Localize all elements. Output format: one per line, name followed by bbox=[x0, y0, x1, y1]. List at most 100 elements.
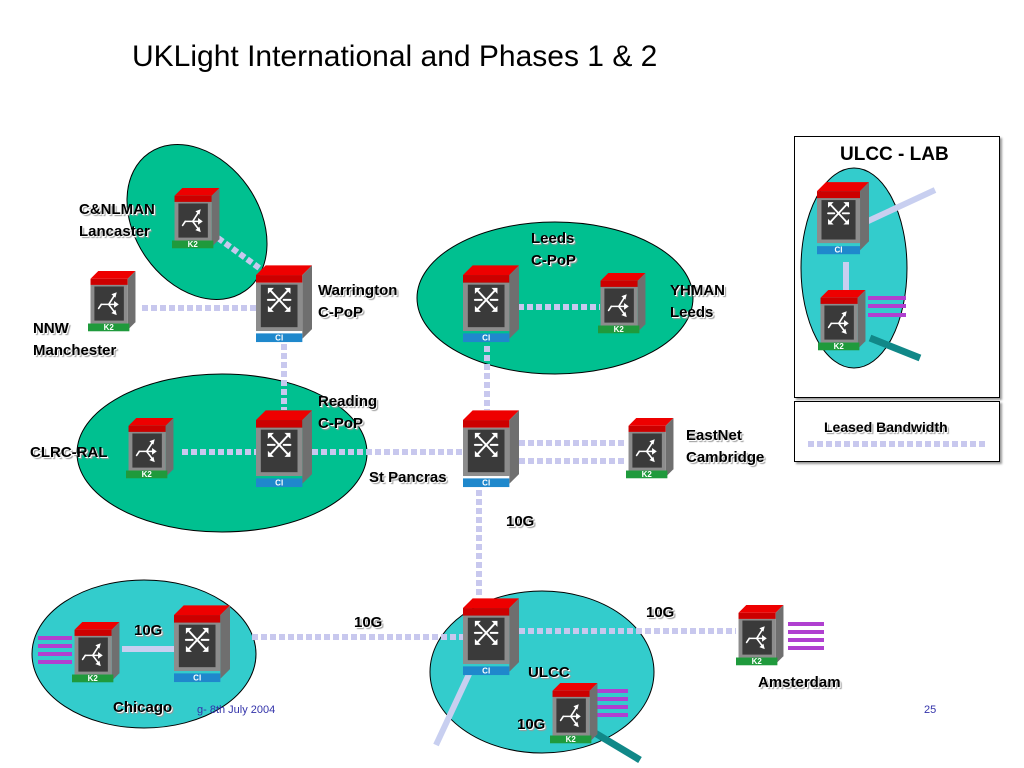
ci-badge-label: CI bbox=[482, 479, 490, 488]
router-amsterdam-k2: K2 bbox=[736, 605, 784, 666]
device-body bbox=[90, 271, 136, 330]
k2-badge-label: K2 bbox=[88, 674, 99, 683]
k2-badge bbox=[818, 342, 860, 351]
device-body bbox=[463, 265, 519, 339]
footer-date: g- 8th July 2004 bbox=[197, 704, 276, 716]
label-lancaster: Lancaster bbox=[79, 223, 150, 240]
ci-badge-label: CI bbox=[835, 246, 843, 255]
router-chicago-k2: K2 bbox=[72, 622, 120, 683]
k2-badge-label: K2 bbox=[104, 323, 115, 332]
label-yhman: YHMAN bbox=[670, 282, 725, 299]
label-nnw: NNW bbox=[33, 320, 69, 337]
label-10g-stpancras-ulcc: 10G bbox=[506, 513, 535, 530]
label-10g-ulcc-amsterdam: 10G bbox=[646, 604, 675, 621]
device-body bbox=[74, 622, 120, 681]
teal-links bbox=[593, 334, 922, 764]
device-body bbox=[128, 418, 174, 477]
label-leeds-pop: C-PoP bbox=[531, 252, 576, 269]
k2-badge bbox=[172, 240, 214, 249]
device-body bbox=[174, 188, 220, 247]
device-body bbox=[738, 605, 784, 664]
ci-badge bbox=[463, 333, 510, 343]
device-body bbox=[256, 265, 312, 339]
label-reading-pop: C-PoP bbox=[318, 415, 363, 432]
label-manchester: Manchester bbox=[33, 342, 117, 359]
ulcc-k2-teal-tail bbox=[593, 729, 642, 764]
device-body bbox=[552, 683, 598, 742]
switch-stpancras-ci: CI bbox=[463, 410, 519, 488]
device-body bbox=[463, 598, 519, 672]
label-reading: Reading bbox=[318, 393, 378, 410]
label-leeds: Leeds bbox=[531, 230, 575, 247]
router-lancaster-k2: K2 bbox=[172, 188, 220, 249]
lab-k2-teal-tail bbox=[868, 334, 922, 362]
page-number: 25 bbox=[924, 704, 937, 716]
label-warrington: Warrington bbox=[318, 282, 398, 299]
k2-badge-label: K2 bbox=[142, 470, 153, 479]
ci-badge-label: CI bbox=[275, 334, 283, 343]
router-lab-k2: K2 bbox=[818, 290, 866, 351]
device-body bbox=[463, 410, 519, 484]
ci-badge bbox=[174, 673, 221, 683]
device-body bbox=[600, 273, 646, 332]
k2-badge bbox=[88, 323, 130, 332]
switch-warrington-ci: CI bbox=[256, 265, 312, 343]
k2-badge bbox=[550, 735, 592, 744]
switch-chicago-ci: CI bbox=[174, 605, 230, 683]
links bbox=[142, 235, 986, 640]
label-10g-chicago-ulcc: 10G bbox=[354, 614, 383, 631]
switch-ulcc-ci: CI bbox=[463, 598, 519, 676]
switch-lab-ci: CI bbox=[817, 182, 869, 255]
device-body bbox=[174, 605, 230, 679]
label-ulcc: ULCC bbox=[528, 664, 570, 681]
label-st-pancras: St Pancras bbox=[369, 469, 447, 486]
router-eastnet-k2: K2 bbox=[626, 418, 674, 479]
k2-badge bbox=[626, 470, 668, 479]
label-cnlman: C&NLMAN bbox=[79, 201, 155, 218]
k2-badge-label: K2 bbox=[566, 735, 577, 744]
switch-leeds-ci: CI bbox=[463, 265, 519, 343]
page-title: UKLight International and Phases 1 & 2 bbox=[132, 40, 658, 73]
k2-badge bbox=[72, 674, 114, 683]
switch-reading-ci: CI bbox=[256, 410, 312, 488]
k2-badge-label: K2 bbox=[614, 325, 625, 334]
router-yhman-k2: K2 bbox=[598, 273, 646, 334]
ulcc-ci-tail bbox=[433, 670, 473, 747]
label-amsterdam: Amsterdam bbox=[758, 674, 841, 691]
label-warrington-pop: C-PoP bbox=[318, 304, 363, 321]
device-body bbox=[256, 410, 312, 484]
label-cambridge: Cambridge bbox=[686, 449, 765, 466]
legend-label: Leased Bandwidth bbox=[824, 419, 948, 435]
k2-badge bbox=[736, 657, 778, 666]
ci-badge-label: CI bbox=[275, 479, 283, 488]
ci-badge bbox=[256, 333, 303, 343]
label-chicago: Chicago bbox=[113, 699, 173, 716]
k2-badge bbox=[598, 325, 640, 334]
ci-badge bbox=[463, 666, 510, 676]
ci-badge bbox=[256, 478, 303, 488]
label-clrc-ral: CLRC-RAL bbox=[30, 444, 108, 461]
router-nnw-k2: K2 bbox=[88, 271, 136, 332]
k2-badge-label: K2 bbox=[188, 240, 199, 249]
solid-links bbox=[122, 187, 937, 747]
label-10g-ulcc-k2: 10G bbox=[517, 716, 546, 733]
ci-badge-label: CI bbox=[482, 667, 490, 676]
label-yhman-leeds: Leeds bbox=[670, 304, 714, 321]
label-10g-chicago: 10G bbox=[134, 622, 163, 639]
router-ulcc-k2: K2 bbox=[550, 683, 598, 744]
lab-ci-tail bbox=[864, 187, 937, 225]
device-body bbox=[628, 418, 674, 477]
k2-badge-label: K2 bbox=[752, 657, 763, 666]
k2-badge-label: K2 bbox=[642, 470, 653, 479]
ci-badge bbox=[817, 246, 861, 255]
k2-badge bbox=[126, 470, 168, 479]
legend-frame bbox=[794, 401, 1000, 462]
k2-badge-label: K2 bbox=[834, 342, 845, 351]
label-eastnet: EastNet bbox=[686, 427, 742, 444]
ci-badge bbox=[463, 478, 510, 488]
lab-title: ULCC - LAB bbox=[840, 144, 949, 165]
link-lancaster-warrington bbox=[216, 235, 264, 273]
